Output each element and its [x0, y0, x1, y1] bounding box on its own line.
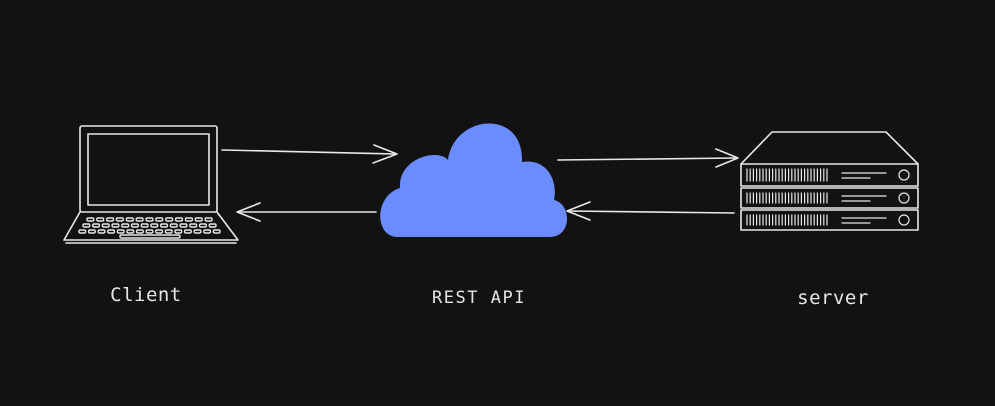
laptop-screen: [87, 133, 210, 206]
keyboard-key: [135, 217, 144, 222]
keyboard-key: [164, 229, 173, 234]
server-light-icon: [898, 214, 910, 226]
keyboard-key: [208, 223, 217, 228]
server-unit-3: [740, 209, 919, 231]
keyboard-key: [155, 229, 164, 234]
keyboard-key: [169, 223, 178, 228]
keyboard-key: [204, 217, 213, 222]
client-label: Client: [110, 284, 182, 306]
keyboard-key: [155, 217, 164, 222]
arrow-client-to-api: [221, 144, 398, 164]
server-unit-2: [740, 187, 919, 209]
keyboard-key: [121, 223, 130, 228]
arrow-server-to-api: [566, 201, 735, 221]
arrow-api-to-client: [236, 202, 377, 222]
laptop-icon: [63, 125, 239, 244]
keyboard-key: [198, 223, 208, 228]
server-light-icon: [898, 169, 910, 181]
keyboard-key: [116, 229, 125, 234]
server-rack-icon: [740, 131, 919, 231]
keyboard-key: [184, 217, 194, 222]
keyboard-key: [91, 223, 101, 228]
keyboard-key: [203, 229, 212, 234]
keyboard-key: [145, 217, 154, 222]
keyboard-key: [174, 217, 184, 222]
keyboard-key: [135, 229, 144, 234]
laptop-keyboard: [78, 217, 221, 239]
keyboard-key: [97, 229, 106, 234]
keyboard-key: [140, 223, 149, 228]
server-unit-1: [740, 163, 919, 187]
cloud-icon: [380, 123, 568, 237]
keyboard-key: [189, 223, 198, 228]
keyboard-key: [111, 223, 120, 228]
server-label: server: [797, 287, 869, 309]
keyboard-key: [145, 229, 154, 234]
keyboard-key: [115, 217, 125, 222]
arrow-api-to-server: [557, 148, 739, 168]
keyboard-key: [82, 223, 91, 228]
laptop-screen-frame: [79, 125, 218, 213]
rest-api-label: REST API: [432, 288, 526, 308]
keyboard-key: [150, 223, 159, 228]
keyboard-key: [87, 229, 96, 234]
keyboard-key: [165, 217, 174, 222]
keyboard-key: [183, 229, 192, 234]
keyboard-key: [130, 223, 140, 228]
keyboard-key: [212, 229, 221, 234]
keyboard-key: [101, 223, 110, 228]
keyboard-key: [174, 229, 183, 234]
keyboard-key: [159, 223, 169, 228]
keyboard-key: [105, 217, 115, 222]
keyboard-key: [126, 229, 135, 234]
server-light-icon: [898, 192, 910, 204]
keyboard-key: [193, 229, 202, 234]
laptop-base: [63, 211, 239, 241]
server-details: [746, 168, 910, 226]
keyboard-key: [78, 229, 87, 234]
keyboard-key: [179, 223, 188, 228]
keyboard-key: [125, 217, 134, 222]
keyboard-spacebar: [119, 234, 181, 239]
server-top: [740, 131, 919, 165]
keyboard-key: [107, 229, 116, 234]
keyboard-key: [194, 217, 203, 222]
keyboard-key: [86, 217, 95, 222]
keyboard-key: [96, 217, 105, 222]
